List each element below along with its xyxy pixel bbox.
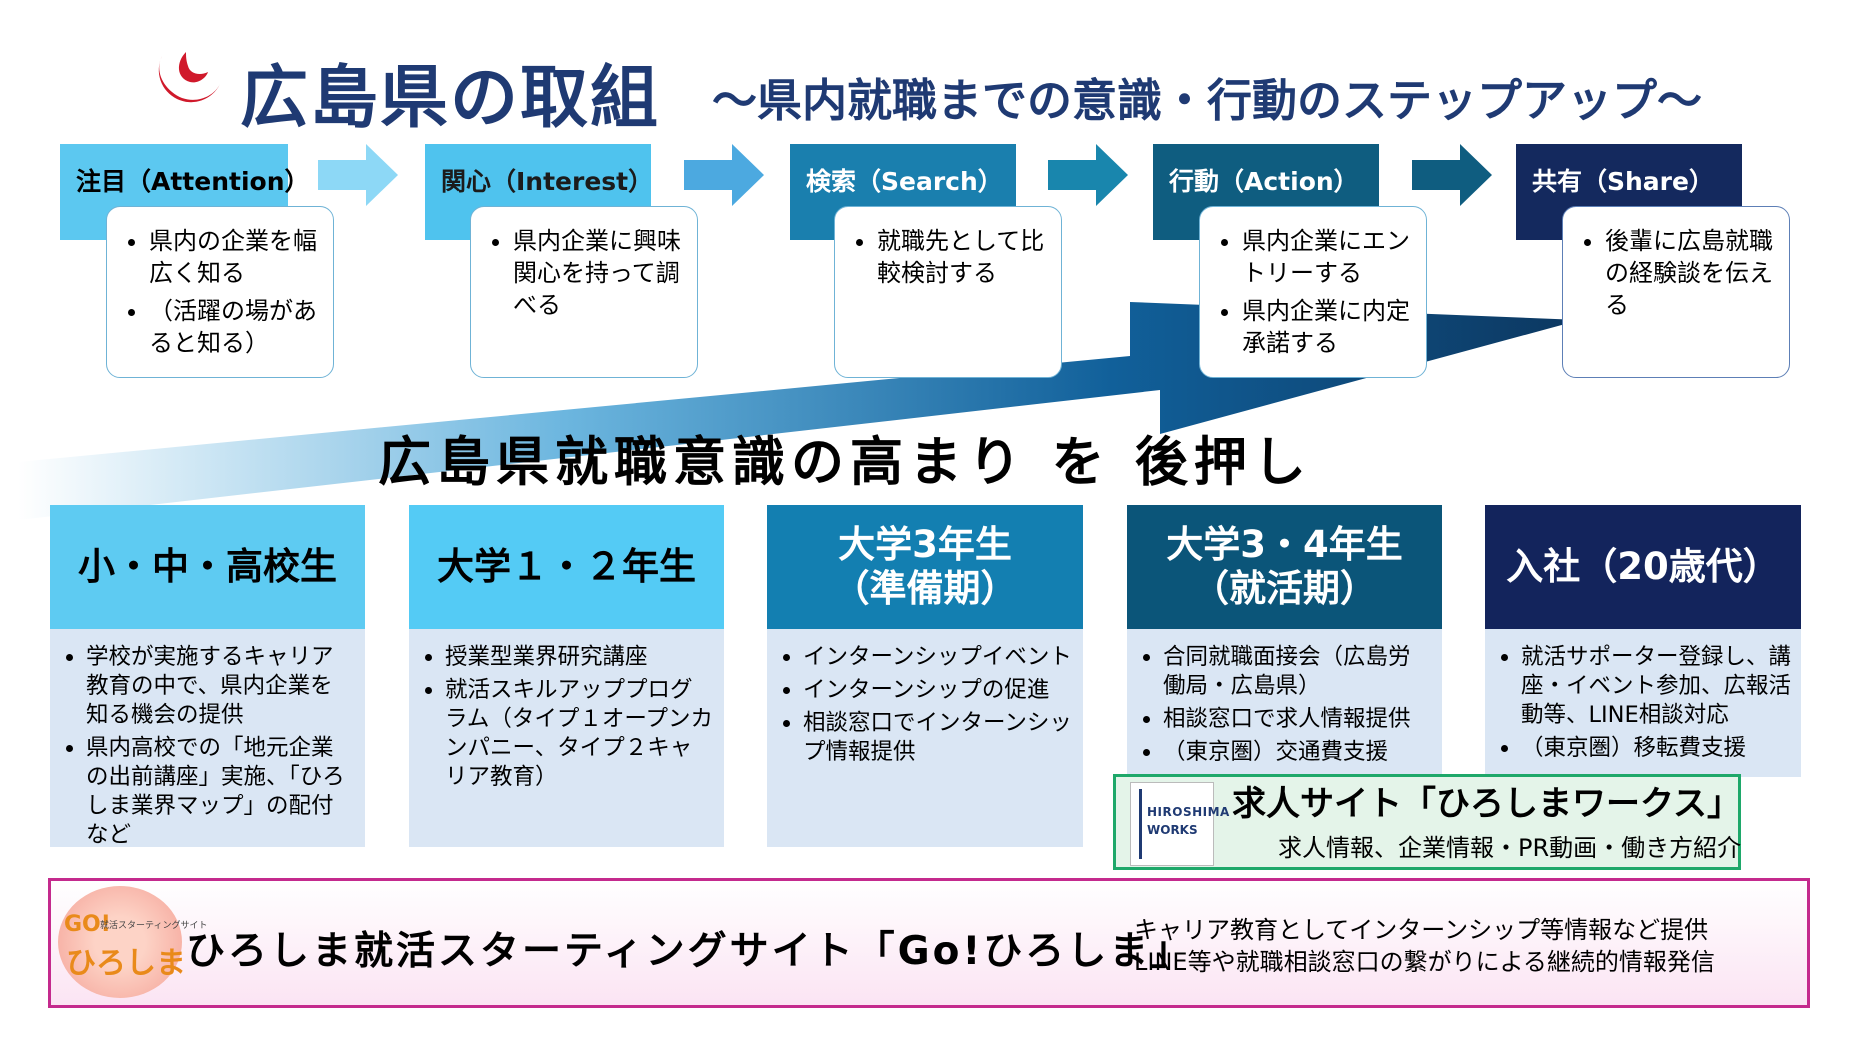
- stage-column: 入社（20歳代） 就活サポーター登録し、講座・イベント参加、広報活動等、LINE…: [1485, 505, 1801, 777]
- go-desc: キャリア教育としてインターンシップ等情報など提供 LINE等や就職相談窓口の繋が…: [1134, 914, 1715, 978]
- step-item: （活躍の場があると知る）: [149, 295, 323, 359]
- step-interest-box: 県内企業に興味関心を持って調べる: [470, 206, 698, 378]
- stage-header: 入社（20歳代）: [1485, 505, 1801, 629]
- stage-item: インターンシップイベント: [803, 643, 1073, 672]
- go-desc-line: LINE等や就職相談窓口の繋がりによる継続的情報発信: [1134, 948, 1715, 976]
- stage-item: 県内高校での「地元企業の出前講座」実施、「ひろしま業界マップ」の配付 など: [86, 734, 356, 850]
- works-desc: 求人情報、企業情報・PR動画・働き方紹介: [1278, 834, 1742, 862]
- stage-column: 大学１・２年生 授業型業界研究講座 就活スキルアッププログラム（タイプ１オープン…: [409, 505, 724, 847]
- step-attention-box: 県内の企業を幅広く知る （活躍の場があると知る）: [106, 206, 334, 378]
- stage-body: 合同就職面接会（広島労働局・広島県） 相談窓口で求人情報提供 （東京圏）交通費支…: [1127, 629, 1442, 777]
- stage-item: インターンシップの促進: [803, 676, 1073, 705]
- stage-column: 小・中・高校生 学校が実施するキャリア教育の中で、県内企業を知る機会の提供 県内…: [50, 505, 365, 850]
- stage-header: 大学3年生 （準備期）: [767, 505, 1083, 629]
- step-item: 県内企業に興味関心を持って調べる: [513, 225, 687, 321]
- hiroshima-works-logo: HIROSHIMA WORKS: [1130, 782, 1229, 866]
- step-arrow-icon: [1048, 144, 1128, 206]
- step-item: 後輩に広島就職の経験談を伝える: [1605, 225, 1779, 321]
- step-item: 就職先として比較検討する: [877, 225, 1051, 289]
- stage-title: 大学3年生: [838, 523, 1012, 566]
- stage-item: 就活スキルアッププログラム（タイプ１オープンカンパニー、タイプ２キャリア教育）: [445, 676, 714, 792]
- go-desc-line: キャリア教育としてインターンシップ等情報など提供: [1134, 916, 1709, 944]
- stage-header: 大学１・２年生: [409, 505, 724, 629]
- page-title: 広島県の取組: [240, 59, 661, 138]
- go-logo-small-text: 就活スターティングサイト: [100, 921, 208, 931]
- stage-title: 大学１・２年生: [437, 545, 696, 588]
- stage-item: 合同就職面接会（広島労働局・広島県）: [1163, 643, 1432, 701]
- stage-title: 入社（20歳代）: [1506, 545, 1780, 588]
- stage-body: インターンシップイベント インターンシップの促進 相談窓口でインターンシップ情報…: [767, 629, 1083, 847]
- go-title: ひろしま就活スターティングサイト「Go!ひろしま」: [186, 929, 1194, 974]
- step-item: 県内の企業を幅広く知る: [149, 225, 323, 289]
- stage-body: 授業型業界研究講座 就活スキルアッププログラム（タイプ１オープンカンパニー、タイ…: [409, 629, 724, 847]
- go-hiroshima-banner[interactable]: [48, 878, 1810, 1008]
- works-title: 求人サイト「ひろしまワークス」: [1232, 784, 1741, 824]
- stage-item: 授業型業界研究講座: [445, 643, 714, 672]
- step-action-box: 県内企業にエントリーする 県内企業に内定承諾する: [1199, 206, 1427, 378]
- momentum-arrow: [18, 302, 1580, 520]
- step-arrow-icon: [1412, 144, 1492, 206]
- stage-title: 小・中・高校生: [78, 545, 337, 588]
- go-logo-text: GO!: [64, 912, 111, 937]
- page-subtitle: ～県内就職までの意識・行動のステップアップ～: [712, 74, 1703, 127]
- stage-item: （東京圏）交通費支援: [1163, 738, 1432, 767]
- stage-item: 相談窓口で求人情報提供: [1163, 705, 1432, 734]
- step-arrow-icon: [684, 144, 764, 206]
- go-logo-main-text: ひろしま: [66, 946, 186, 981]
- stage-item: 相談窓口でインターンシップ情報提供: [803, 709, 1073, 767]
- stage-body: 就活サポーター登録し、講座・イベント参加、広報活動等、LINE相談対応 （東京圏…: [1485, 629, 1801, 777]
- stage-body: 学校が実施するキャリア教育の中で、県内企業を知る機会の提供 県内高校での「地元企…: [50, 629, 365, 850]
- step-share-box: 後輩に広島就職の経験談を伝える: [1562, 206, 1790, 378]
- stage-item: （東京圏）移転費支援: [1521, 734, 1791, 763]
- step-search-box: 就職先として比較検討する: [834, 206, 1062, 378]
- works-logo-text: HIROSHIMA: [1147, 805, 1230, 819]
- stage-header: 大学3・4年生 （就活期）: [1127, 505, 1442, 629]
- stage-item: 学校が実施するキャリア教育の中で、県内企業を知る機会の提供: [86, 643, 355, 730]
- go-hiroshima-logo: [58, 886, 182, 998]
- stage-subtitle: （準備期）: [832, 567, 1018, 610]
- stage-column: 大学3年生 （準備期） インターンシップイベント インターンシップの促進 相談窓…: [767, 505, 1083, 847]
- hiroshima-works-banner[interactable]: [1113, 774, 1741, 870]
- step-item: 県内企業にエントリーする: [1242, 225, 1416, 289]
- slogan: 広島県就職意識の高まり を 後押し: [378, 432, 1312, 493]
- stage-column: 大学3・4年生 （就活期） 合同就職面接会（広島労働局・広島県） 相談窓口で求人…: [1127, 505, 1442, 777]
- stage-header: 小・中・高校生: [50, 505, 365, 629]
- step-arrow-icon: [318, 144, 398, 206]
- step-item: 県内企業に内定承諾する: [1242, 295, 1416, 359]
- works-logo-text: WORKS: [1147, 823, 1198, 837]
- stage-subtitle: （就活期）: [1192, 567, 1377, 610]
- hiroshima-logo-icon: [158, 52, 220, 103]
- stage-title: 大学3・4年生: [1166, 523, 1403, 566]
- stage-item: 就活サポーター登録し、講座・イベント参加、広報活動等、LINE相談対応: [1521, 643, 1791, 730]
